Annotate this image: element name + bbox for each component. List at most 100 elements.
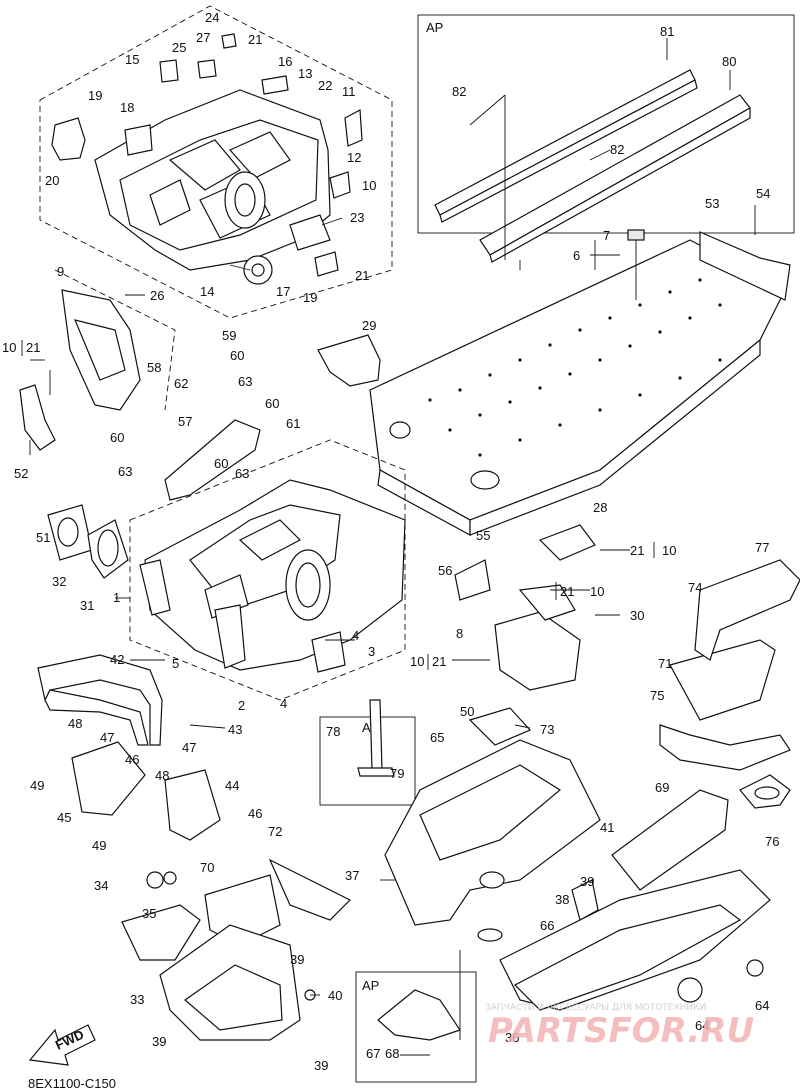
callout-69: 69 [655, 780, 669, 795]
lower-left-group [121, 858, 352, 1041]
callout-78: 78 [326, 724, 340, 739]
tunnel-group [317, 229, 791, 537]
callout-13: 13 [298, 66, 312, 81]
callout-32: 32 [52, 574, 66, 589]
svg-text:AP: AP [362, 978, 379, 993]
callout-15: 15 [125, 52, 139, 67]
callout-64: 64 [755, 998, 769, 1013]
callout-45: 45 [57, 810, 71, 825]
callout-19: 19 [88, 88, 102, 103]
callout-10: 10 [410, 654, 424, 669]
callout-29: 29 [362, 318, 376, 333]
callout-4: 4 [352, 628, 359, 643]
callout-8: 8 [456, 626, 463, 641]
callout-77: 77 [755, 540, 769, 555]
callout-31: 31 [80, 598, 94, 613]
callout-16: 16 [278, 54, 292, 69]
callout-43: 43 [228, 722, 242, 737]
callout-60: 60 [214, 456, 228, 471]
callout-63: 63 [118, 464, 132, 479]
callout-17: 17 [276, 284, 290, 299]
callout-44: 44 [225, 778, 239, 793]
callout-labels: 1 2 3 4 4 5 6 7 8 9 10 10 10 10 10 11 12… [2, 10, 779, 1073]
callout-62: 62 [174, 376, 188, 391]
callout-40: 40 [328, 988, 342, 1003]
front-bumper-group [37, 654, 221, 841]
callout-10: 10 [2, 340, 16, 355]
rail-ap-box: AP [417, 14, 795, 270]
callout-36: 36 [505, 1030, 519, 1045]
callout-75: 75 [650, 688, 664, 703]
callout-66: 66 [540, 918, 554, 933]
bracket-markers [21, 340, 655, 670]
callout-23: 23 [350, 210, 364, 225]
callout-2: 2 [238, 698, 245, 713]
callout-54: 54 [756, 186, 770, 201]
callout-73: 73 [540, 722, 554, 737]
callout-39: 39 [314, 1058, 328, 1073]
left-brackets [19, 269, 176, 451]
callout-1: 1 [113, 590, 120, 605]
callout-4: 4 [280, 696, 287, 711]
callout-18: 18 [120, 100, 134, 115]
callout-39: 39 [580, 874, 594, 889]
callout-21: 21 [355, 268, 369, 283]
callout-70: 70 [200, 860, 214, 875]
callout-60: 60 [265, 396, 279, 411]
leader-lines [29, 38, 756, 1056]
watermark-logo: PARTSFOR.RU [488, 1011, 754, 1051]
callout-5: 5 [172, 656, 179, 671]
callout-33: 33 [130, 992, 144, 1007]
callout-79: 79 [390, 766, 404, 781]
callout-7: 7 [603, 228, 610, 243]
callout-21: 21 [248, 32, 262, 47]
ap-box-78: AP [319, 699, 416, 806]
callout-55: 55 [476, 528, 490, 543]
callout-9: 9 [57, 264, 64, 279]
callout-20: 20 [45, 173, 59, 188]
callout-47: 47 [100, 730, 114, 745]
callout-59: 59 [222, 328, 236, 343]
callout-56: 56 [438, 563, 452, 578]
callout-52: 52 [14, 466, 28, 481]
callout-39: 39 [290, 952, 304, 967]
callout-51: 51 [36, 530, 50, 545]
callout-61: 61 [286, 416, 300, 431]
upper-frame-group [39, 5, 393, 319]
callout-12: 12 [347, 150, 361, 165]
callout-49: 49 [30, 778, 44, 793]
callout-42: 42 [110, 652, 124, 667]
callout-39: 39 [152, 1034, 166, 1049]
diagram-code: 8EX1100-C150 [28, 1076, 116, 1091]
tunnel-holes [428, 278, 722, 457]
callout-6: 6 [573, 248, 580, 263]
watermark-tagline: ЗАПЧАСТИ И АКСЕССУАРЫ ДЛЯ МОТОТЕХНИКИ [485, 1003, 706, 1013]
callout-67: 67 [366, 1046, 380, 1061]
callout-25: 25 [172, 40, 186, 55]
callout-53: 53 [705, 196, 719, 211]
callout-50: 50 [460, 704, 474, 719]
callout-3: 3 [368, 644, 375, 659]
callout-22: 22 [318, 78, 332, 93]
callout-11: 11 [342, 84, 356, 99]
callout-63: 63 [238, 374, 252, 389]
callout-57: 57 [178, 414, 192, 429]
callout-47: 47 [182, 740, 196, 755]
callout-21: 21 [630, 543, 644, 558]
callout-41: 41 [600, 820, 614, 835]
callout-64: 64 [695, 1018, 709, 1033]
fwd-arrow: FWD [28, 1024, 96, 1066]
callout-72: 72 [268, 824, 282, 839]
callout-38: 38 [555, 892, 569, 907]
watermark: ЗАПЧАСТИ И АКСЕССУАРЫ ДЛЯ МОТОТЕХНИКИ PA… [485, 1003, 754, 1051]
callout-81: 81 [660, 24, 674, 39]
callout-63: 63 [235, 466, 249, 481]
callout-35: 35 [142, 906, 156, 921]
callout-26: 26 [150, 288, 164, 303]
callout-14: 14 [200, 284, 214, 299]
callout-48: 48 [68, 716, 82, 731]
callout-58: 58 [147, 360, 161, 375]
callout-80: 80 [722, 54, 736, 69]
callout-21: 21 [26, 340, 40, 355]
